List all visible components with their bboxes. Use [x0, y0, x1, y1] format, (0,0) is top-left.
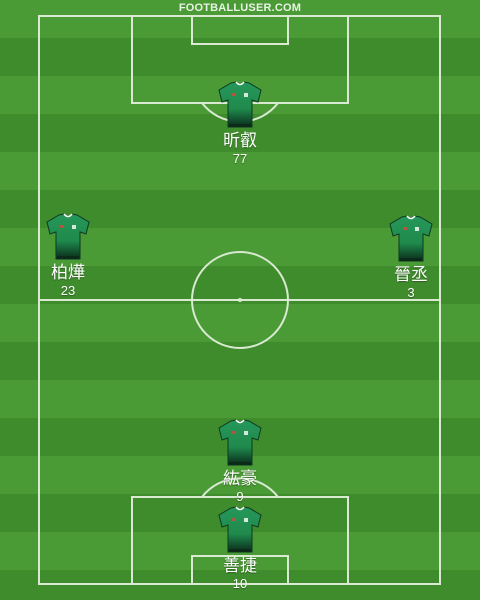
- player-card[interactable]: 紘豪 9: [195, 418, 285, 504]
- player-card[interactable]: 善捷 10: [195, 505, 285, 591]
- jersey-icon: [46, 213, 90, 260]
- top-goal-box: [191, 15, 289, 45]
- player-name: 昕叡: [223, 131, 257, 150]
- player-number: 9: [236, 489, 244, 504]
- center-spot: [238, 298, 242, 302]
- player-card[interactable]: 晉丞 3: [366, 214, 456, 300]
- player-number: 23: [60, 283, 76, 298]
- player-number: 3: [407, 285, 415, 300]
- player-name: 紘豪: [223, 469, 257, 488]
- bottom-goal-box: [191, 555, 289, 585]
- jersey-icon: [218, 506, 262, 553]
- center-circle: [191, 251, 289, 349]
- player-name: 善捷: [223, 556, 257, 575]
- jersey-icon: [218, 419, 262, 466]
- jersey-icon: [389, 215, 433, 262]
- bottom-penalty-arc: [201, 477, 279, 498]
- player-name: 柏燁: [51, 263, 85, 282]
- player-number: 77: [232, 151, 248, 166]
- player-number: 10: [232, 576, 248, 591]
- player-name: 晉丞: [394, 265, 428, 284]
- player-card[interactable]: 昕叡 77: [195, 80, 285, 166]
- site-watermark: FOOTBALLUSER.COM: [178, 2, 302, 14]
- player-card[interactable]: 柏燁 23: [23, 212, 113, 298]
- jersey-icon: [218, 81, 262, 128]
